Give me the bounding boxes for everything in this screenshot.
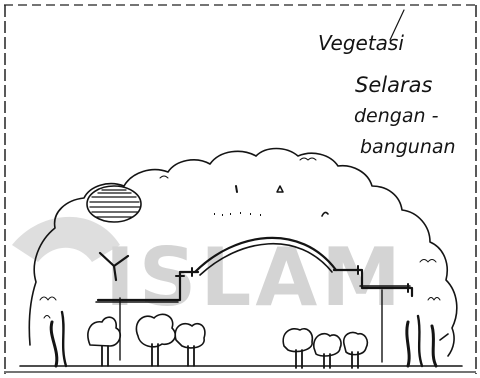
annotation-line-3: dengan - — [354, 105, 439, 127]
canopy-marks — [214, 186, 328, 216]
hatched-shrub — [87, 186, 141, 222]
annotation-line-1: Vegetasi — [318, 31, 404, 55]
annotation-line-2: Selaras — [355, 73, 432, 97]
ground-trees-right — [283, 329, 367, 368]
annotation-line-4: bangunan — [360, 136, 456, 158]
annotation: Vegetasi Selaras dengan - bangunan — [318, 31, 456, 158]
